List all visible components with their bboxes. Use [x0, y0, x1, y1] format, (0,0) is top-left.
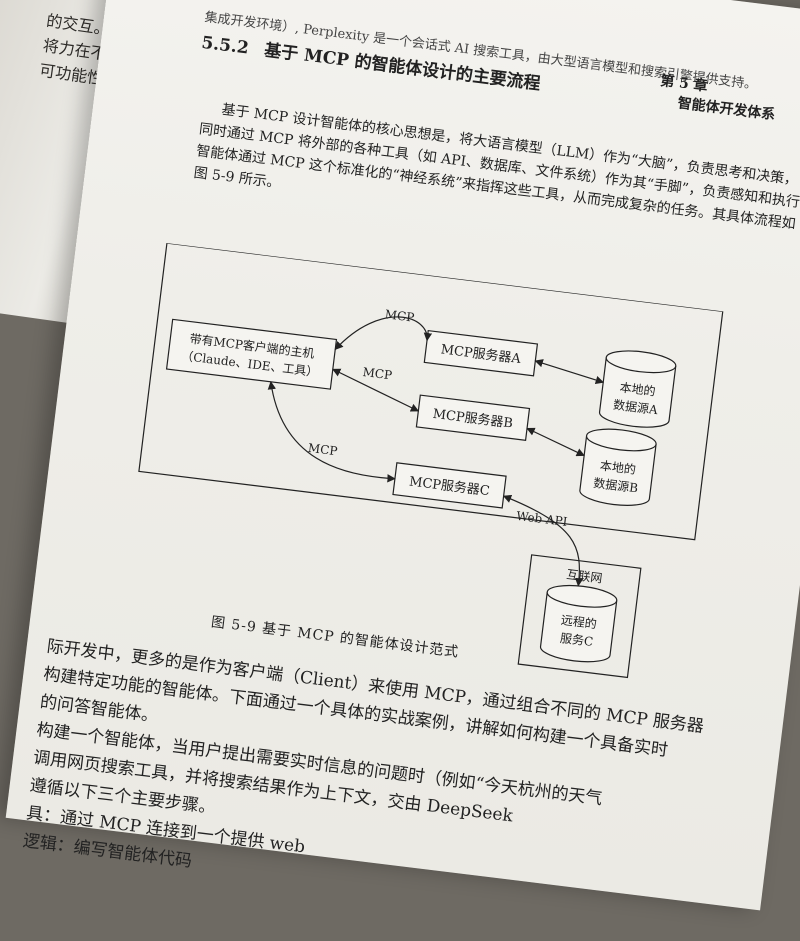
data-source-a: 本地的 数据源A: [598, 350, 677, 428]
mcp-label-c: MCP: [307, 441, 338, 458]
data-source-b-line1: 本地的: [599, 458, 637, 477]
mcp-diagram: 你的计算机 带有MCP客户端的主机 （Claude、IDE、工具） MCP服务器…: [138, 242, 724, 679]
remote-service-line2: 服务C: [559, 630, 594, 649]
mcp-arrow-a: [334, 316, 433, 351]
computer-boundary: [138, 242, 724, 541]
data-source-b-line2: 数据源B: [593, 475, 639, 495]
mcp-arrow-c: [267, 380, 396, 483]
host-box: [165, 318, 338, 390]
internet-label: 互联网: [566, 567, 603, 585]
mcp-label-b: MCP: [362, 365, 393, 382]
book-page: 集成开发环境）, Perplexity 是一个会话式 AI 搜索工具，由大型语言…: [5, 0, 800, 911]
web-api-arrow: [502, 494, 584, 587]
remote-service-line1: 远程的: [560, 612, 598, 631]
arrow-server-a-data: [534, 359, 605, 385]
remote-service: 远程的 服务C: [539, 584, 618, 663]
web-api-label: Web API: [515, 509, 568, 529]
data-source-a-line1: 本地的: [619, 379, 657, 398]
arrow-server-b-data: [526, 427, 585, 457]
data-source-a-line2: 数据源A: [612, 397, 658, 417]
data-source-b: 本地的 数据源B: [579, 428, 657, 506]
mcp-label-a: MCP: [384, 307, 415, 324]
internet-box: [517, 554, 642, 679]
